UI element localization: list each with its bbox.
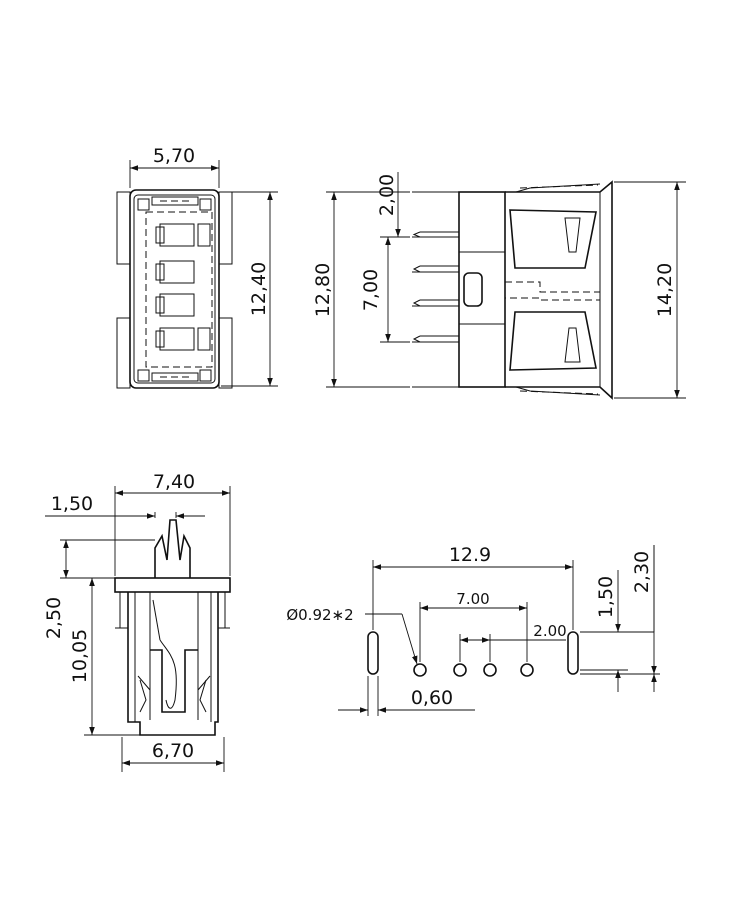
footprint-overall-label: 12.9 [449, 544, 491, 566]
footprint-slot-width-label: 0,60 [411, 687, 453, 709]
contact-1 [159, 223, 195, 247]
front-width-label: 5,70 [153, 145, 195, 167]
side-shell-height-label: 14,20 [654, 263, 676, 317]
side-slot [463, 272, 483, 307]
spring-finger-top [509, 209, 597, 269]
left-tab-bottom [116, 317, 131, 389]
end-bottom-width-label: 6,70 [152, 740, 194, 762]
pin-hole-2 [453, 663, 467, 677]
footprint-pin-span-label: 7.00 [456, 590, 489, 608]
end-latch-width-label: 1,50 [51, 493, 93, 515]
right-tab-bottom [218, 317, 233, 389]
end-latch-height-label: 2,50 [43, 597, 65, 639]
front-height-label: 12,40 [248, 262, 270, 316]
footprint-offset-b-label: 2,30 [631, 551, 653, 593]
footprint-offset-a-label: 1,50 [595, 576, 617, 618]
right-slot [567, 631, 579, 675]
contact-4 [159, 327, 195, 351]
front-outline [129, 189, 220, 389]
side-body-height-label: 12,80 [312, 263, 334, 317]
contact-2 [159, 260, 195, 284]
left-slot [367, 631, 379, 675]
end-view: 7,40 1,50 2,50 10,05 6,70 [43, 471, 231, 772]
spring-finger-bottom [509, 311, 597, 371]
footprint-hole-label: Ø0.92∗2 [286, 606, 353, 624]
pin-hole-1 [413, 663, 427, 677]
side-view: 12,80 2,00 7,00 14,20 [312, 172, 686, 400]
pin-hole-3 [483, 663, 497, 677]
right-tab-top [218, 191, 233, 265]
end-top-flange [114, 577, 231, 593]
end-top-width-label: 7,40 [153, 471, 195, 493]
end-body-height-label: 10,05 [69, 629, 91, 683]
end-body [127, 592, 219, 736]
front-view: 5,70 12,40 [116, 145, 278, 389]
left-tab-top [116, 191, 131, 265]
contact-3 [159, 293, 195, 317]
footprint-view: 12.9 7.00 2.00 Ø0.92∗2 0,60 1,50 2,3 [286, 544, 660, 716]
side-pin-top-label: 2,00 [376, 174, 398, 216]
side-pin-span-label: 7,00 [360, 269, 382, 311]
footprint-pitch-label: 2.00 [533, 622, 566, 640]
end-latch [154, 519, 191, 578]
pin-hole-4 [520, 663, 534, 677]
